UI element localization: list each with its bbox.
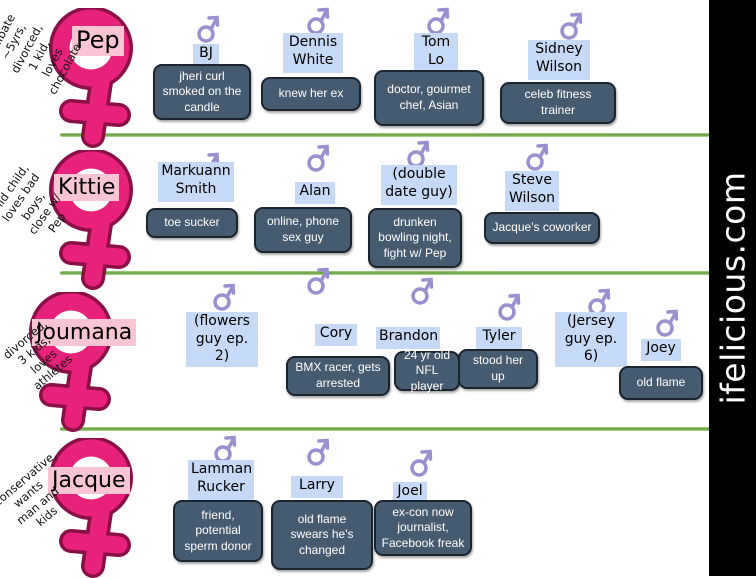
man-note: drunken bowling night, fight w/ Pep xyxy=(368,208,462,268)
woman-name: Pep xyxy=(72,26,124,56)
man-note: celeb fitness trainer xyxy=(500,82,616,124)
male-symbol-icon xyxy=(426,6,450,36)
man-note: old flame swears he's changed xyxy=(271,500,373,570)
man-name: Tom Lo xyxy=(414,33,458,73)
man-name: Dennis White xyxy=(283,33,343,73)
male-symbol-icon xyxy=(497,292,521,322)
man-name: (double date guy) xyxy=(381,165,457,205)
man-name: Lamman Rucker xyxy=(188,460,254,500)
female-symbol-icon xyxy=(45,8,145,148)
woman-name: Jacque xyxy=(48,467,130,495)
man-note: old flame xyxy=(619,366,703,400)
man-note: online, phone sex guy xyxy=(254,207,352,253)
female-symbol-icon xyxy=(45,438,145,578)
man-note: doctor, gourmet chef, Asian xyxy=(374,70,484,126)
man-name: BJ xyxy=(193,44,219,66)
section-divider xyxy=(60,133,710,137)
man-name: Tyler xyxy=(476,327,522,349)
male-symbol-icon xyxy=(559,11,583,41)
male-symbol-icon xyxy=(196,14,220,44)
man-name: Brandon xyxy=(376,327,440,349)
man-name: Steve Wilson xyxy=(505,171,559,211)
man-name: Cory xyxy=(315,324,357,346)
man-note: ex-con now journalist, Facebook freak xyxy=(374,500,472,556)
brand-label: ifelicious.com xyxy=(709,0,756,576)
woman-name: Kittie xyxy=(54,174,120,202)
man-name: (Jersey guy ep. 6) xyxy=(555,312,627,367)
male-symbol-icon xyxy=(655,308,679,338)
man-name: Joel xyxy=(393,482,427,504)
man-name: Markuann Smith xyxy=(158,162,234,202)
man-note: 24 yr old NFL player xyxy=(394,348,460,393)
male-symbol-icon xyxy=(409,448,433,478)
man-note: Jacque's coworker xyxy=(484,212,600,244)
male-symbol-icon xyxy=(306,266,330,296)
section-divider xyxy=(60,427,710,431)
male-symbol-icon xyxy=(212,282,236,312)
man-note: toe sucker xyxy=(146,208,238,238)
brand-sidebar: ifelicious.com xyxy=(709,0,756,576)
man-note: friend, potential sperm donor xyxy=(173,500,263,562)
man-note: jheri curl smoked on the candle xyxy=(153,64,251,120)
man-name: (flowers guy ep. 2) xyxy=(186,312,258,367)
male-symbol-icon xyxy=(410,276,434,306)
male-symbol-icon xyxy=(306,437,330,467)
man-name: Sidney Wilson xyxy=(528,40,590,80)
brand-text: ifelicious.com xyxy=(713,171,752,405)
woman-name: Joumana xyxy=(32,319,137,347)
man-name: Alan xyxy=(295,182,335,204)
section-divider xyxy=(60,271,710,275)
man-name: Larry xyxy=(291,476,343,498)
man-note: knew her ex xyxy=(261,77,361,111)
male-symbol-icon xyxy=(306,6,330,36)
man-name: Joey xyxy=(641,339,681,361)
man-note: BMX racer, gets arrested xyxy=(286,356,390,396)
male-symbol-icon xyxy=(306,143,330,173)
male-symbol-icon xyxy=(525,142,549,172)
man-note: stood her up xyxy=(458,349,538,389)
